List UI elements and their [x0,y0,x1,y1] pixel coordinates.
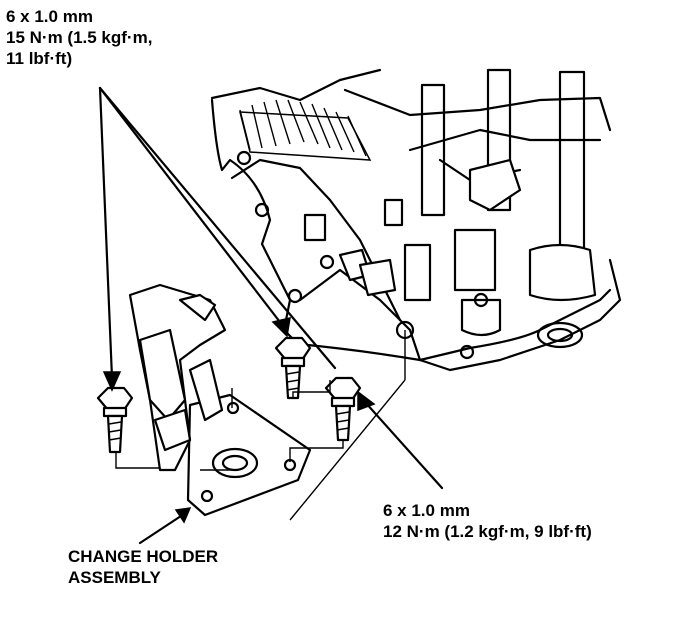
part-label: CHANGE HOLDER ASSEMBLY [68,546,218,588]
callout-bottom-right-line2: 12 N·m (1.2 kgf·m, 9 lbf·ft) [383,522,592,541]
bolt-center [274,336,312,400]
callout-top-left-line2: 15 N·m (1.5 kgf·m, [6,28,153,47]
callout-bottom-right-line1: 6 x 1.0 mm [383,501,470,520]
bolt-right [324,376,362,442]
shift-rods [343,68,612,302]
part-label-line2: ASSEMBLY [68,568,161,587]
gear-teeth [210,68,382,161]
guide-lines [115,330,406,521]
part-label-line1: CHANGE HOLDER [68,547,219,566]
change-holder-assembly [128,283,312,517]
callout-top-left-line1: 6 x 1.0 mm [6,7,93,26]
leader-arrows [98,86,444,545]
callout-top-left: 6 x 1.0 mm 15 N·m (1.5 kgf·m, 11 lbf·ft) [6,6,152,69]
callout-bottom-right: 6 x 1.0 mm 12 N·m (1.2 kgf·m, 9 lbf·ft) [383,500,592,542]
callout-top-left-line3: 11 lbf·ft) [6,49,73,68]
inner-components [303,198,502,340]
bolt-left [96,386,134,454]
